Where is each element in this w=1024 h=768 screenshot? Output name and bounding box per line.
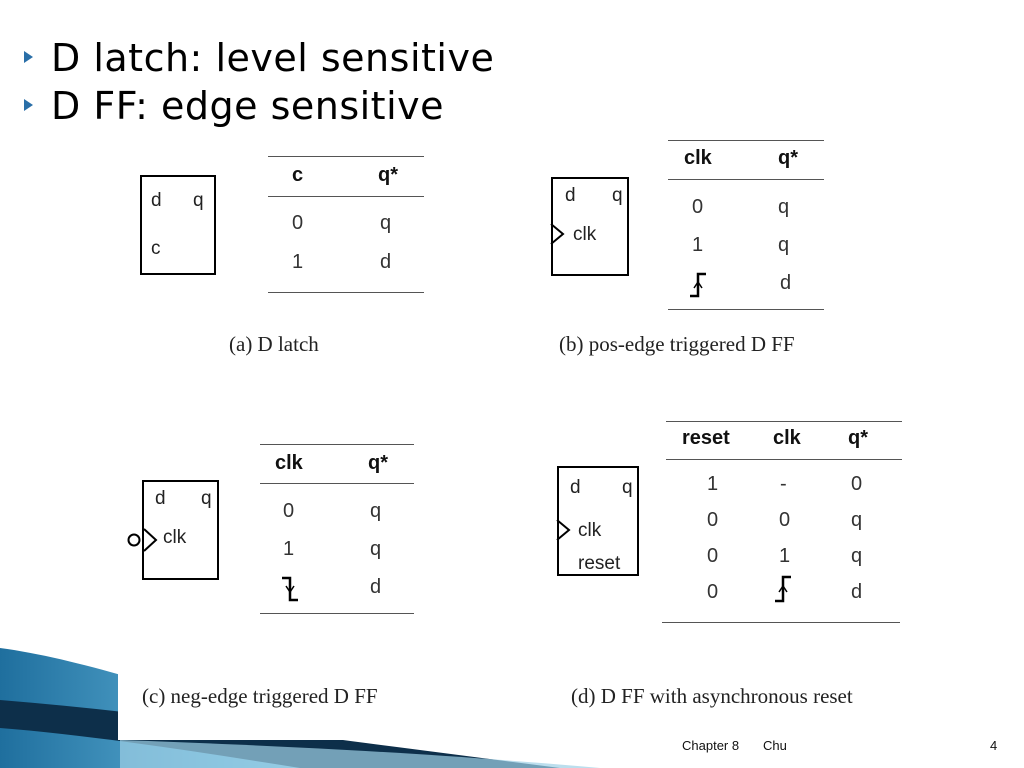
cell: 0 [851, 473, 863, 495]
caption-d: (d) D FF with asynchronous reset [571, 684, 853, 708]
footer-chapter: Chapter 8 [682, 738, 740, 753]
pin-q: q [201, 488, 212, 509]
cell: 1 [692, 234, 704, 256]
cell: 1 [707, 473, 719, 495]
header-qstar: q* [848, 427, 868, 449]
pin-clk: clk [573, 224, 597, 245]
header-c: c [292, 164, 304, 186]
pin-clk: clk [578, 520, 602, 541]
bullet-1: D latch: level sensitive [24, 36, 494, 80]
rising-edge-icon [775, 575, 791, 603]
table-rule [260, 444, 414, 445]
swoosh-light [120, 740, 600, 768]
table-rule [260, 613, 414, 614]
cell: q [778, 234, 790, 256]
cell: 1 [779, 545, 791, 567]
cell: 0 [692, 196, 704, 218]
pin-reset: reset [578, 553, 621, 574]
header-clk: clk [684, 147, 712, 169]
pin-q: q [622, 477, 633, 498]
pin-q: q [193, 190, 204, 211]
table-rule [662, 622, 900, 623]
bullet-arrow-icon [24, 50, 33, 63]
pos-edge-dff-symbol [551, 177, 629, 276]
header-qstar: q* [778, 147, 798, 169]
caption-a: (a) D latch [229, 332, 319, 356]
cell: 0 [707, 581, 719, 603]
cell: q [370, 500, 382, 522]
rising-edge-icon [690, 272, 706, 298]
table-rule [668, 179, 824, 180]
cell: q [380, 212, 392, 234]
cell: 0 [283, 500, 295, 522]
cell: 0 [707, 509, 719, 531]
footer-page-number: 4 [990, 738, 998, 753]
table-rule [666, 459, 902, 460]
table-rule [260, 483, 414, 484]
table-rule [268, 292, 424, 293]
cell: 1 [292, 251, 304, 273]
pin-q: q [612, 185, 623, 206]
table-rule [268, 196, 424, 197]
cell: 0 [292, 212, 304, 234]
caption-b: (b) pos-edge triggered D FF [559, 332, 795, 356]
cell: 0 [707, 545, 719, 567]
header-reset: reset [682, 427, 730, 449]
cell: d [851, 581, 863, 603]
pin-d: d [565, 185, 576, 206]
bullet-arrow-icon [24, 98, 33, 111]
pin-d: d [155, 488, 166, 509]
cell: q [370, 538, 382, 560]
clock-input-icon [550, 223, 565, 245]
bullet-2: D FF: edge sensitive [24, 84, 444, 128]
figure-area [118, 138, 930, 740]
pin-c: c [151, 238, 161, 259]
table-rule [268, 156, 424, 157]
header-clk: clk [275, 452, 303, 474]
falling-edge-icon [282, 576, 298, 602]
d-latch-symbol [140, 175, 216, 275]
inverted-clock-input-icon [127, 528, 158, 552]
cell: d [370, 576, 382, 598]
pin-clk: clk [163, 527, 187, 548]
pin-d: d [570, 477, 581, 498]
cell: d [780, 272, 792, 294]
caption-c: (c) neg-edge triggered D FF [142, 684, 378, 708]
table-rule [668, 140, 824, 141]
cell: d [380, 251, 392, 273]
header-clk: clk [773, 427, 801, 449]
neg-edge-dff-symbol [142, 480, 219, 580]
table-rule [668, 309, 824, 310]
footer-author: Chu [763, 738, 787, 753]
cell: q [851, 509, 863, 531]
cell: q [778, 196, 790, 218]
cell: 0 [779, 509, 791, 531]
clock-input-icon [556, 519, 571, 541]
cell: - [780, 473, 787, 495]
cell: 1 [283, 538, 295, 560]
cell: q [851, 545, 863, 567]
table-rule [666, 421, 902, 422]
header-qstar: q* [378, 164, 398, 186]
header-qstar: q* [368, 452, 388, 474]
pin-d: d [151, 190, 162, 211]
